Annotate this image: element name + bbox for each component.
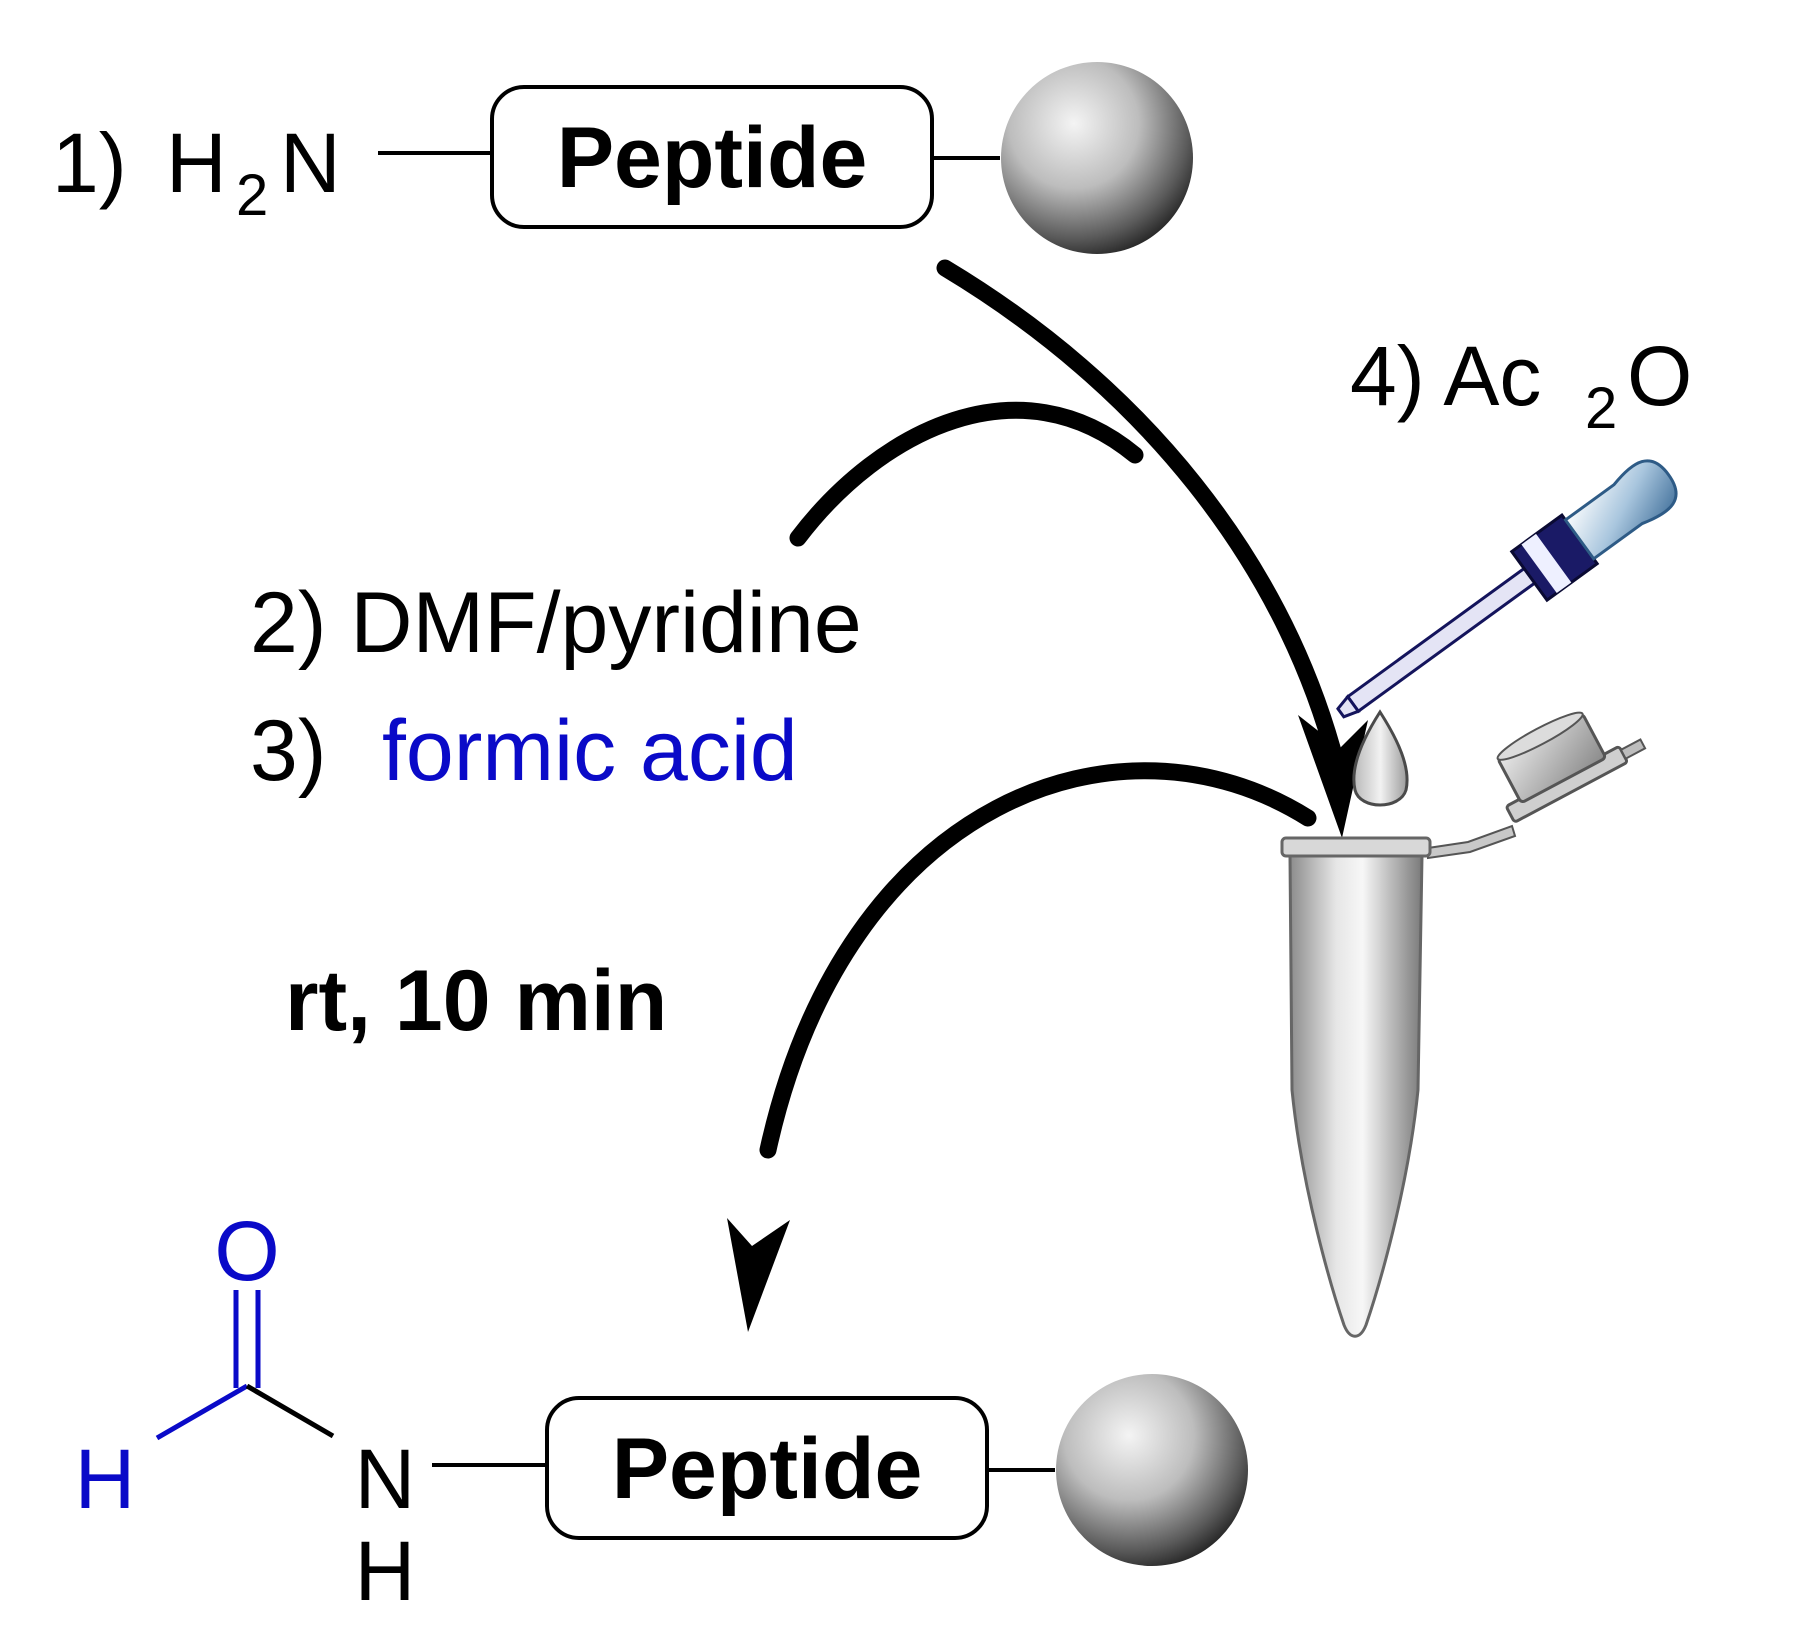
resin-bead-icon xyxy=(1056,1374,1248,1566)
reaction-conditions: 2) DMF/pyridine 3) formic acid 4) Ac 2 O… xyxy=(250,329,1692,1049)
step1-label: 1) xyxy=(52,116,127,210)
carbon-nitrogen-bond xyxy=(245,1383,335,1439)
curved-arrow-icon xyxy=(936,259,1347,779)
formyl-h-label: H xyxy=(75,1432,136,1526)
step2-label: 2) DMF/pyridine xyxy=(250,575,862,671)
curved-arrow-icon xyxy=(759,762,1317,1159)
amine-subscript: 2 xyxy=(236,163,268,228)
dropper-icon xyxy=(1336,459,1678,719)
step3-reagent: formic acid xyxy=(382,703,798,799)
arrows xyxy=(727,259,1368,1332)
amine-h-label: H xyxy=(166,116,227,210)
conditions-label: rt, 10 min xyxy=(285,953,667,1049)
amine-n-label: N xyxy=(280,116,341,210)
step4-subscript: 2 xyxy=(1585,376,1617,441)
amide-h-label: H xyxy=(355,1524,416,1618)
step4-suffix: O xyxy=(1627,329,1692,423)
droplet-icon xyxy=(1352,709,1409,807)
arrowhead-icon xyxy=(1298,715,1368,838)
resin-bead-icon xyxy=(1001,62,1193,254)
peptide-label-bottom: Peptide xyxy=(612,1421,923,1517)
formyl-ch-bond xyxy=(155,1383,249,1441)
product-structure: O H N H Peptide xyxy=(75,1204,1248,1618)
microcentrifuge-tube-icon xyxy=(1280,711,1647,1338)
step3-number: 3) xyxy=(250,703,326,799)
step4-prefix: 4) Ac xyxy=(1350,329,1541,423)
peptide-label-top: Peptide xyxy=(557,110,868,206)
arrowhead-icon xyxy=(727,1218,790,1332)
formyl-o-label: O xyxy=(214,1204,279,1298)
curved-arrow-icon xyxy=(789,401,1144,547)
reactant-structure: 1) H 2 N Peptide xyxy=(52,62,1193,254)
amide-n-label: N xyxy=(355,1432,416,1526)
